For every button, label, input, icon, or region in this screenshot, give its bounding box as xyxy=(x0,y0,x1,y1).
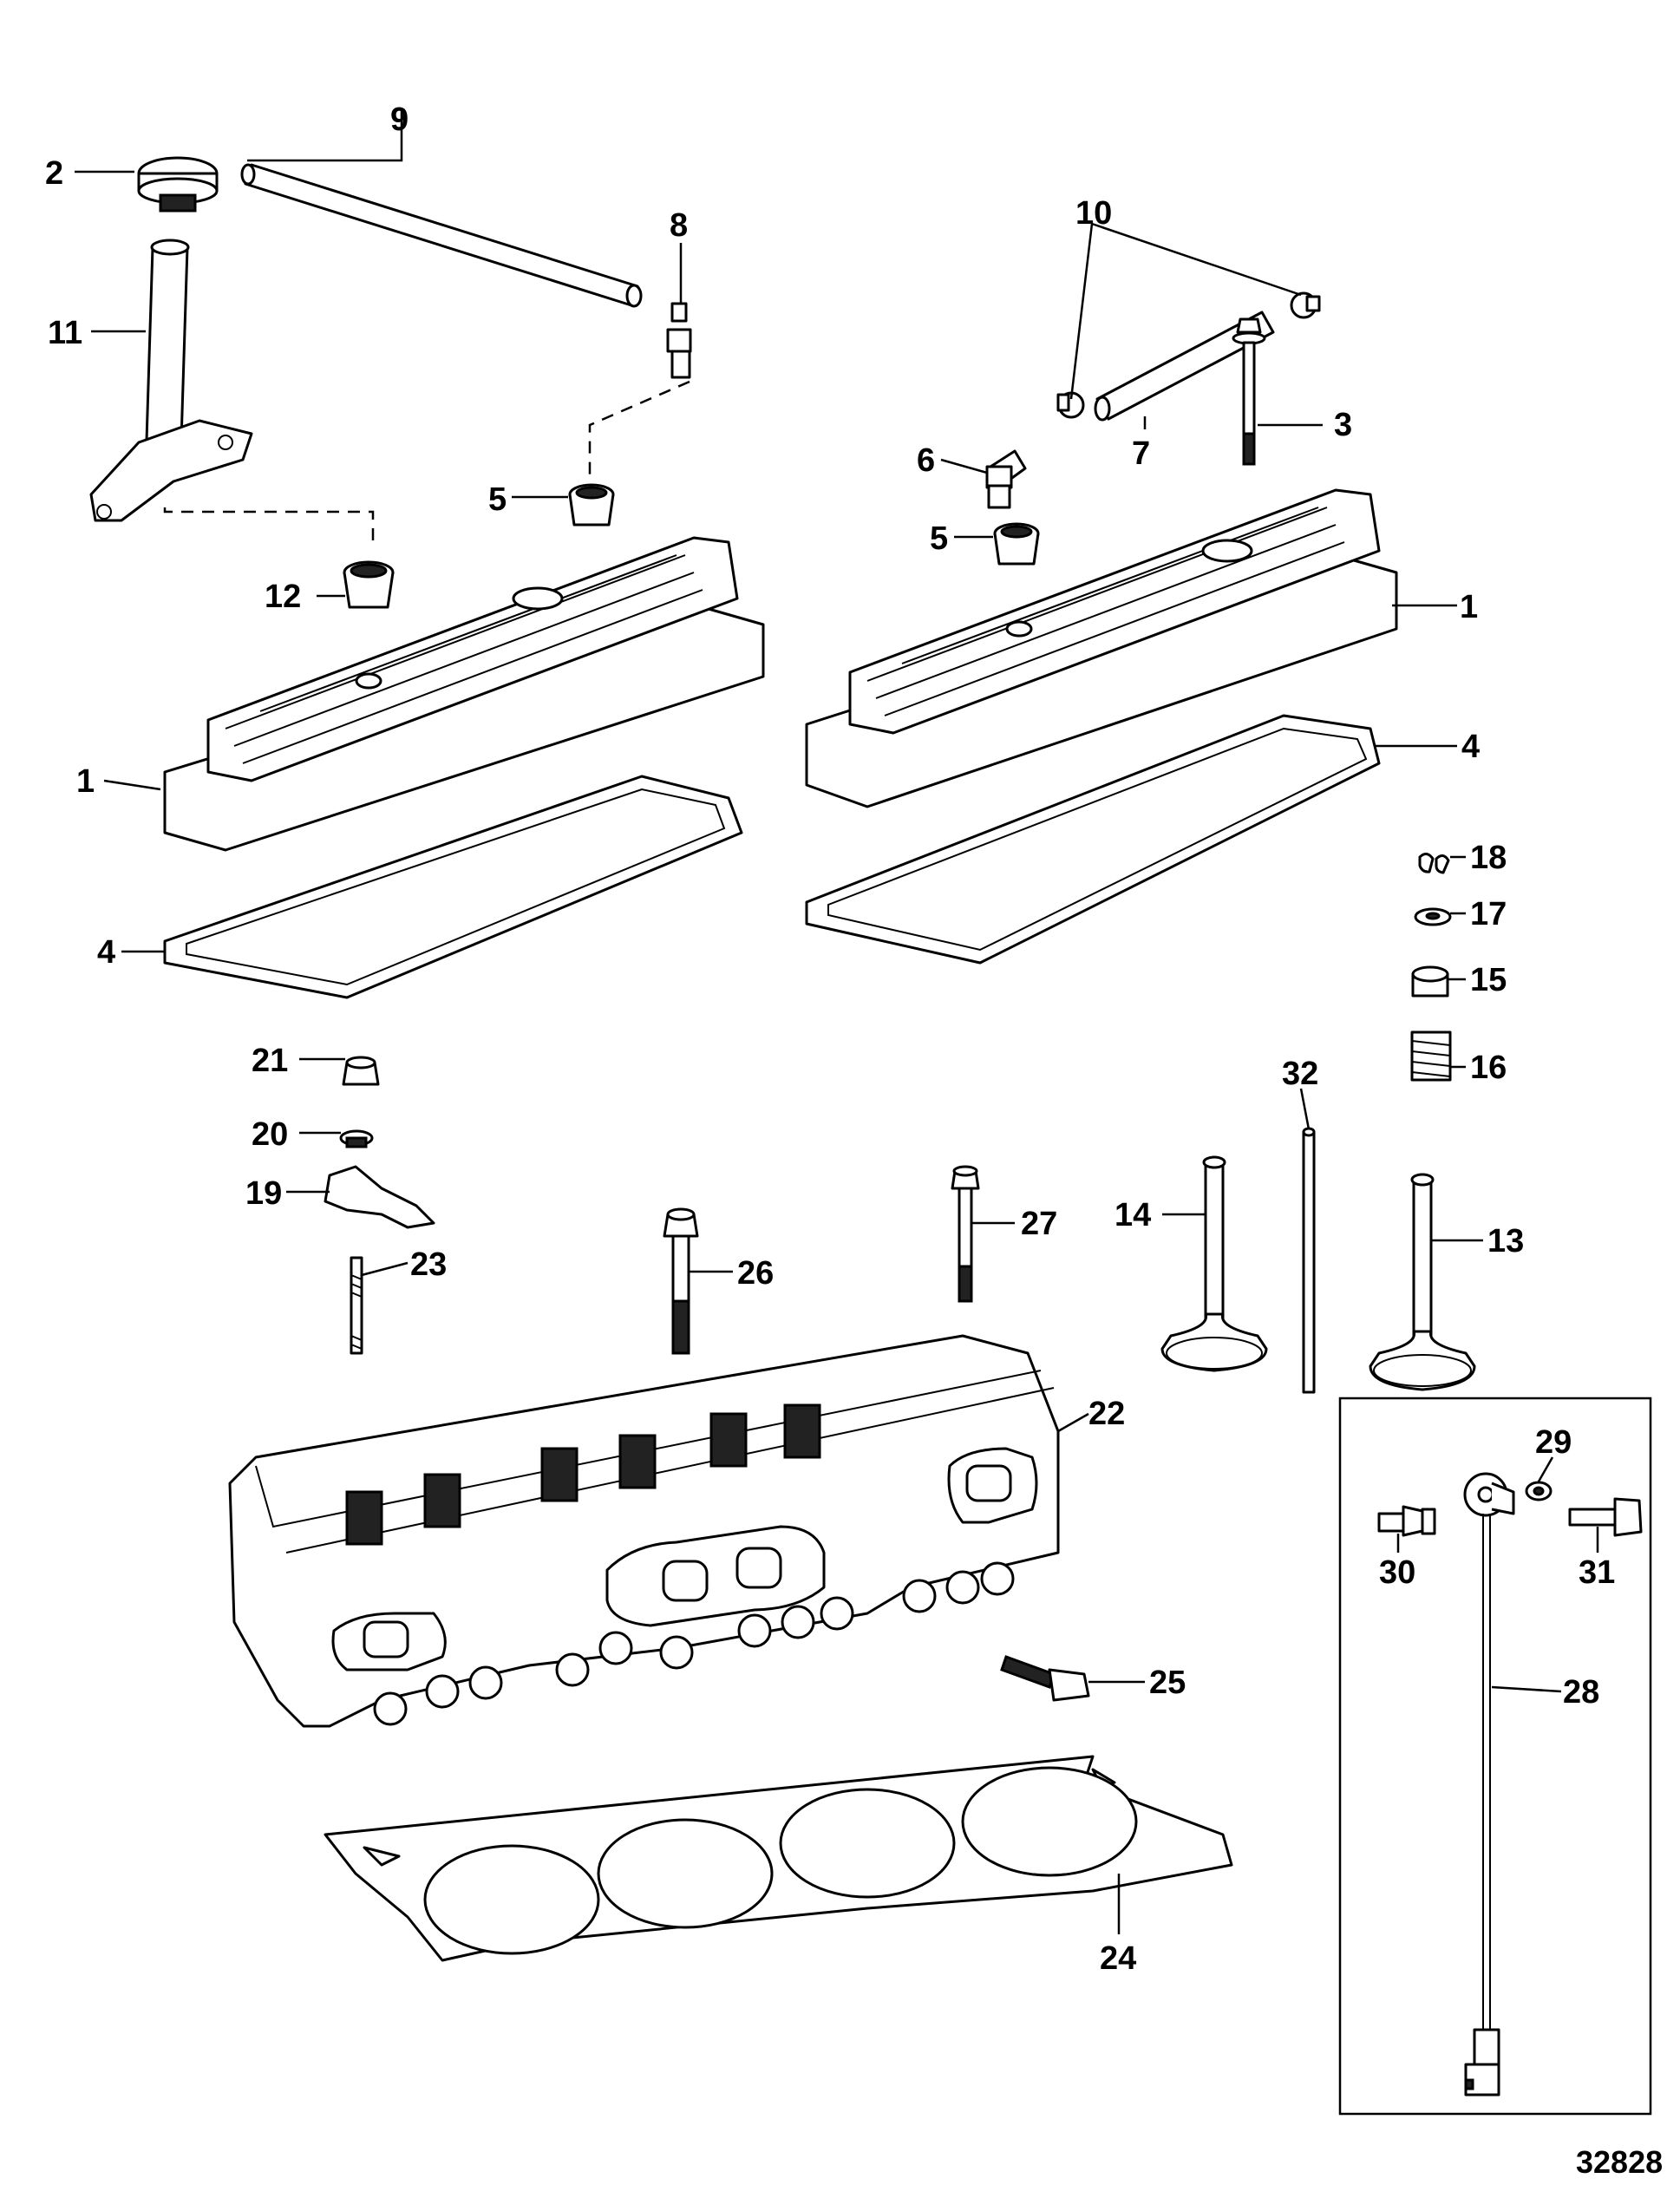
callout-19: 19 xyxy=(245,1175,282,1212)
callout-20: 20 xyxy=(252,1116,288,1153)
callout-2: 2 xyxy=(45,155,63,192)
callout-1-left: 1 xyxy=(76,763,95,800)
part-30-stud xyxy=(1377,1505,1436,1537)
callout-4-right: 4 xyxy=(1461,729,1480,765)
part-32-pushrod xyxy=(1302,1127,1316,1394)
callout-22: 22 xyxy=(1088,1396,1125,1432)
callout-32: 32 xyxy=(1282,1056,1318,1092)
callout-10: 10 xyxy=(1075,195,1112,232)
callout-27: 27 xyxy=(1021,1206,1057,1242)
callout-28: 28 xyxy=(1563,1674,1599,1711)
callout-3: 3 xyxy=(1334,407,1352,443)
figure-number: 32828 xyxy=(1576,2144,1663,2180)
part-19-rocker-arm xyxy=(324,1165,435,1229)
callout-21: 21 xyxy=(252,1043,288,1079)
callout-23: 23 xyxy=(410,1246,447,1283)
part-4-gasket-right xyxy=(805,714,1381,965)
part-23-stud xyxy=(350,1256,363,1355)
callout-7: 7 xyxy=(1132,435,1150,472)
callout-5-left: 5 xyxy=(488,481,507,518)
part-21-pivot-ball xyxy=(342,1056,380,1086)
callout-31: 31 xyxy=(1579,1554,1615,1591)
part-1-valve-cover-right xyxy=(805,488,1398,808)
callout-12: 12 xyxy=(265,579,301,615)
part-26-head-bolt xyxy=(663,1207,699,1355)
callout-13: 13 xyxy=(1487,1223,1524,1259)
dashed-alignment-8-5 xyxy=(588,380,690,477)
part-14-intake-valve xyxy=(1160,1155,1268,1372)
part-25-bolt xyxy=(1000,1655,1090,1702)
part-20-nut xyxy=(339,1129,374,1148)
part-9-hose xyxy=(240,163,643,308)
part-12-grommet xyxy=(343,560,395,609)
callout-labels: 1 1 2 3 4 4 5 5 6 7 8 9 10 11 12 13 14 1… xyxy=(45,101,1615,1977)
head-bolt-bosses xyxy=(373,1561,1015,1726)
callout-14: 14 xyxy=(1115,1197,1151,1233)
callout-18: 18 xyxy=(1470,840,1507,876)
part-18-keepers xyxy=(1418,853,1450,874)
callout-4-left: 4 xyxy=(97,934,115,971)
part-4-gasket-left xyxy=(163,775,743,999)
part-8-pcv-valve xyxy=(666,302,692,379)
head-valve-springs xyxy=(345,1403,821,1546)
part-28-knock-sensor xyxy=(1463,1472,1515,2097)
knock-sensor-inset xyxy=(1338,1397,1652,2116)
callout-5-right: 5 xyxy=(930,520,948,557)
callout-8: 8 xyxy=(670,207,688,244)
part-10-clamp-a xyxy=(1056,391,1085,419)
part-24-head-gasket xyxy=(324,1755,1233,1962)
part-7-hose xyxy=(1094,311,1275,422)
callout-16: 16 xyxy=(1470,1050,1507,1086)
callout-24: 24 xyxy=(1100,1940,1136,1977)
part-1-valve-cover-left xyxy=(163,536,765,852)
part-10-clamp-b xyxy=(1290,291,1321,319)
callout-29: 29 xyxy=(1535,1424,1572,1461)
part-22-cylinder-head xyxy=(228,1334,1060,1728)
part-13-exhaust-valve xyxy=(1369,1173,1476,1391)
callout-30: 30 xyxy=(1379,1554,1415,1591)
callout-9: 9 xyxy=(390,101,409,138)
callout-25: 25 xyxy=(1149,1665,1186,1701)
part-2-filler-cap xyxy=(137,156,219,213)
part-11-filler-tube xyxy=(89,239,253,522)
leader-lines xyxy=(75,111,1599,1934)
part-29-nut xyxy=(1525,1481,1553,1501)
part-3-stud xyxy=(1232,317,1266,466)
callout-1-right: 1 xyxy=(1460,589,1478,625)
callout-15: 15 xyxy=(1470,962,1507,998)
part-31-bolt xyxy=(1568,1497,1643,1537)
part-27-head-bolt xyxy=(951,1165,980,1303)
callout-6: 6 xyxy=(917,442,935,479)
callout-26: 26 xyxy=(737,1255,774,1292)
dashed-alignment-11-12 xyxy=(163,507,375,546)
part-15-shield xyxy=(1411,965,1449,998)
part-6-elbow xyxy=(985,449,1027,509)
part-5-grommet-right xyxy=(993,522,1040,566)
part-5-grommet-left xyxy=(568,483,615,527)
part-16-spring xyxy=(1410,1030,1452,1082)
callout-17: 17 xyxy=(1470,896,1507,932)
callout-11: 11 xyxy=(48,315,82,351)
part-17-retainer xyxy=(1414,907,1452,926)
